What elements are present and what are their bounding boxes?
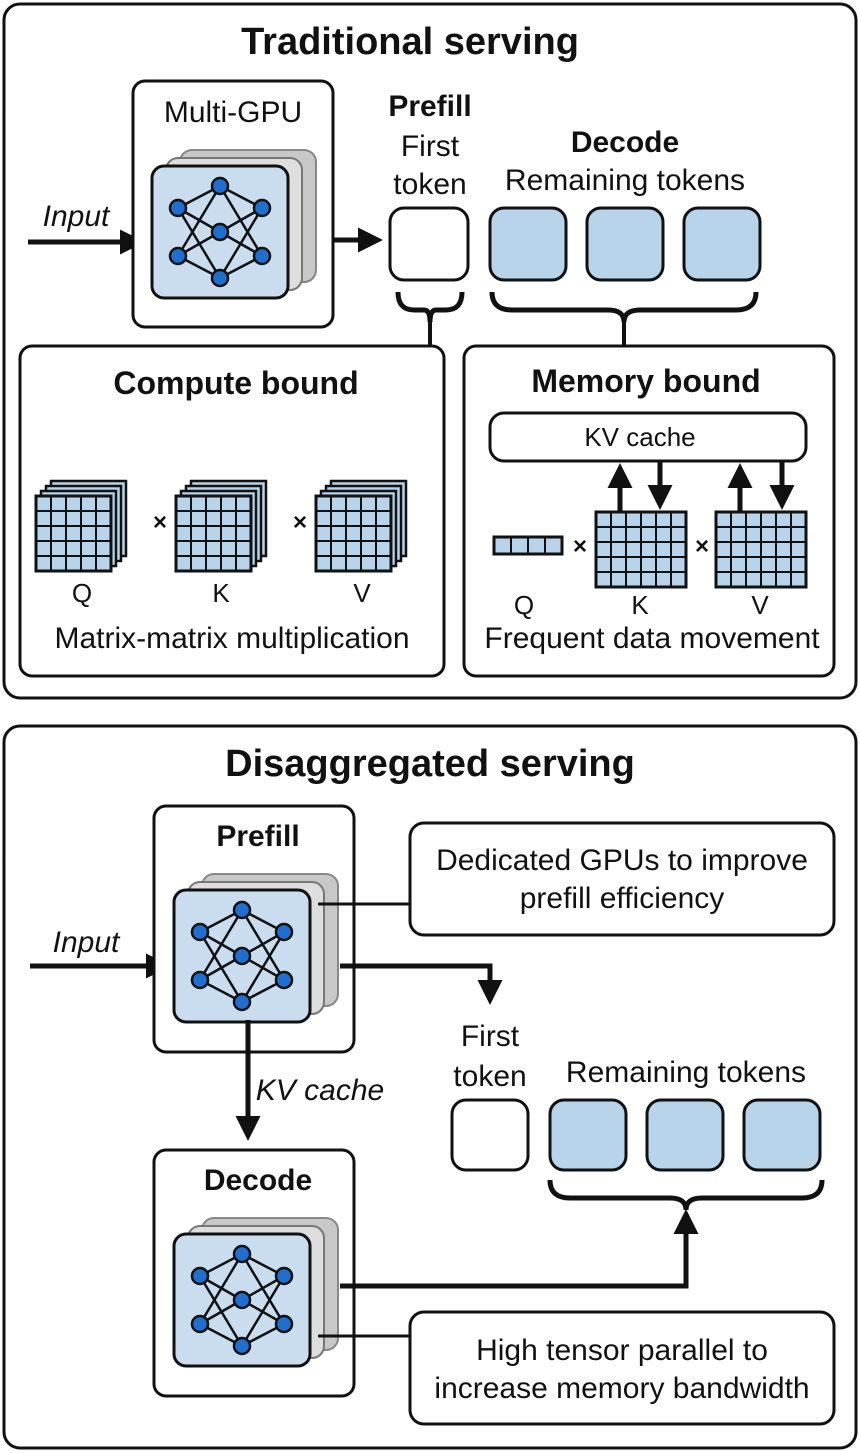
gpu-stack-icon [150, 149, 317, 300]
decode-to-tokens-arrow [340, 1209, 699, 1289]
prefill-gpu-stack-icon [172, 873, 339, 1024]
nn-node [210, 176, 230, 196]
first-token-line1: First [461, 1020, 520, 1053]
decode-note-line2: increase memory bandwidth [434, 1372, 809, 1405]
remaining-token-box-3 [682, 206, 762, 282]
memory-caption: Frequent data movement [484, 622, 820, 655]
nn-node [210, 268, 230, 288]
disagg-input-label: Input [53, 926, 121, 959]
decode-note-line1: High tensor parallel to [476, 1334, 768, 1367]
matrix-front [34, 494, 113, 573]
nn-node [252, 246, 272, 266]
remaining-token-box-2 [585, 206, 665, 282]
prefill-note-line1: Dedicated GPUs to improve [436, 844, 808, 877]
decode-gpu-label: Decode [204, 1164, 312, 1197]
nn-node [274, 1266, 294, 1286]
disagg-remaining-token-2 [645, 1098, 725, 1172]
decode-title: Decode [571, 126, 679, 159]
nn-node [232, 1290, 252, 1310]
compute-q-label: Q [72, 578, 92, 608]
multiply-sign: × [573, 533, 587, 560]
matrix-front [174, 494, 253, 573]
nn-node [274, 1314, 294, 1334]
nn-edge [240, 1275, 286, 1347]
multi-gpu-label: Multi-GPU [164, 96, 302, 129]
nn-node [232, 1244, 252, 1264]
memory-v-label: V [751, 590, 769, 620]
nn-node [232, 992, 252, 1012]
remaining-tokens-brace [547, 1179, 825, 1211]
memory-matrices: ×× [492, 510, 808, 589]
decode-subtitle: Remaining tokens [505, 164, 745, 197]
compute-bound-title: Compute bound [113, 365, 358, 401]
nn-node [190, 970, 210, 990]
prefill-line2: token [393, 168, 466, 201]
nn-node [190, 922, 210, 942]
decode-gpu-stack-icon [172, 1217, 339, 1368]
matrix-front [314, 494, 393, 573]
disaggregated-title: Disaggregated serving [225, 743, 635, 785]
nn-node [232, 900, 252, 920]
nn-node [274, 922, 294, 942]
multiply-sign: × [153, 509, 167, 536]
first-token-line2: token [453, 1060, 526, 1093]
traditional-panel [2, 2, 858, 700]
prefill-brace [395, 291, 465, 323]
kv-cache-bar [488, 411, 808, 463]
compute-matrices: ×× [34, 479, 408, 573]
compute-k-label: K [212, 578, 230, 608]
remaining-token-box-1 [488, 206, 568, 282]
kv-cache-label: KV cache [584, 422, 695, 452]
prefill-note-box [408, 821, 836, 937]
disagg-first-token-box [450, 1098, 530, 1172]
multiply-sign: × [695, 533, 709, 560]
memory-bound-title: Memory bound [531, 363, 760, 399]
prefill-gpu-label: Prefill [216, 820, 299, 853]
prefill-title: Prefill [388, 90, 471, 123]
nn-node [232, 946, 252, 966]
decode-note-box [408, 1310, 836, 1426]
nn-node [274, 970, 294, 990]
nn-edge [198, 1253, 244, 1325]
nn-edge [240, 931, 286, 1003]
decode-brace [489, 291, 759, 323]
nn-node [168, 198, 188, 218]
nn-node [210, 222, 230, 242]
prefill-line1: First [401, 130, 460, 163]
nn-node [232, 1336, 252, 1356]
disagg-remaining-token-3 [742, 1098, 822, 1172]
traditional-title: Traditional serving [241, 21, 579, 63]
nn-edge [218, 207, 264, 279]
memory-q-label: Q [514, 590, 534, 620]
prefill-to-first-token-arrow [340, 963, 503, 1005]
compute-caption: Matrix-matrix multiplication [54, 622, 409, 655]
nn-node [168, 246, 188, 266]
nn-edge [198, 909, 244, 981]
multiply-sign: × [293, 509, 307, 536]
remaining-tokens-label: Remaining tokens [566, 1056, 806, 1089]
disaggregated-panel [2, 724, 858, 1450]
nn-edge [176, 185, 222, 257]
disagg-remaining-token-1 [548, 1098, 628, 1172]
input-label: Input [43, 200, 111, 233]
nn-node [190, 1314, 210, 1334]
kv-cache-transfer-label: KV cache [256, 1074, 384, 1107]
nn-node [252, 198, 272, 218]
first-token-box [388, 206, 470, 282]
compute-v-label: V [353, 578, 371, 608]
prefill-note-line2: prefill efficiency [520, 882, 725, 915]
nn-node [190, 1266, 210, 1286]
memory-k-label: K [631, 590, 649, 620]
